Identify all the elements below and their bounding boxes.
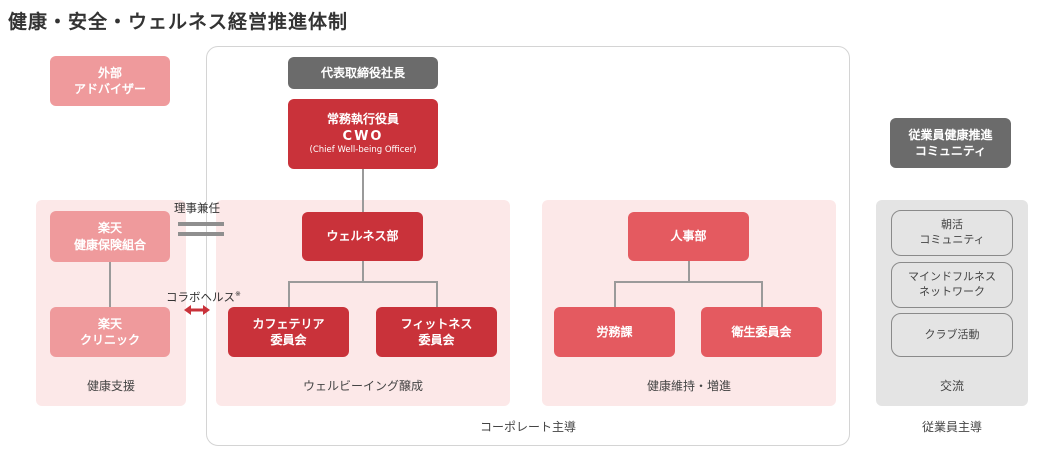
fitness-line1: フィットネス	[400, 316, 473, 331]
wellness-branch-right	[436, 281, 438, 307]
rakuten-kenpo-line2: 健康保険組合	[73, 237, 146, 252]
kenpo-to-clinic-line	[109, 262, 111, 308]
employee-community-line1: 従業員健康推進	[908, 127, 993, 142]
rakuten-kenpo-box: 楽天 健康保険組合	[50, 211, 170, 262]
cwo-line3: (Chief Well-being Officer)	[309, 145, 417, 156]
wellbeing-label: ウェルビーイング醸成	[302, 379, 423, 393]
ceo-label: 代表取締役社長	[320, 65, 405, 80]
hr-dept-label: 人事部	[670, 229, 707, 244]
double-bar-icon-lower	[178, 232, 224, 236]
page-title: 健康・安全・ウェルネス経営推進体制	[8, 11, 349, 33]
health-maintenance-label: 健康維持・増進	[646, 379, 731, 393]
corporate-led-label: コーポレート主導	[479, 420, 576, 434]
employee-community-line2: コミュニティ	[914, 144, 987, 158]
rakuten-clinic-box: 楽天 クリニック	[50, 307, 170, 357]
health-committee-label: 衛生委員会	[731, 324, 792, 339]
collab-health-note: ※	[235, 290, 241, 299]
riji-kennin-label: 理事兼任	[174, 201, 220, 215]
cwo-line1: 常務執行役員	[326, 112, 399, 127]
club-activity-label: クラブ活動	[924, 327, 980, 341]
health-support-label: 健康支援	[86, 379, 135, 393]
cafeteria-line1: カフェテリア	[252, 316, 325, 331]
mindfulness-network-box: マインドフルネス ネットワーク	[891, 262, 1013, 308]
external-advisor-line2: アドバイザー	[73, 82, 146, 96]
hr-branch-stem	[688, 260, 690, 282]
rakuten-clinic-line2: クリニック	[79, 333, 140, 347]
employee-led-label: 従業員主導	[921, 420, 982, 434]
hr-branch-left	[614, 281, 616, 307]
asakatsu-line2: コミュニティ	[919, 233, 985, 246]
double-arrow-icon	[184, 305, 210, 315]
asakatsu-line1: 朝活	[941, 218, 963, 232]
rakuten-kenpo-line1: 楽天	[97, 221, 122, 236]
asakatsu-community-box: 朝活 コミュニティ	[891, 210, 1013, 256]
labor-section-label: 労務課	[596, 324, 633, 339]
mindfulness-line1: マインドフルネス	[908, 270, 996, 284]
health-committee-box: 衛生委員会	[701, 307, 822, 357]
external-advisor-line1: 外部	[97, 65, 122, 80]
wellness-dept-box: ウェルネス部	[302, 212, 423, 261]
cafeteria-line2: 委員会	[270, 333, 307, 347]
wellness-branch-bar	[288, 281, 437, 283]
corporate-led-frame	[206, 46, 850, 446]
cwo-box: 常務執行役員 CWO (Chief Well-being Officer)	[288, 99, 438, 169]
hr-branch-right	[761, 281, 763, 307]
hr-branch-bar	[614, 281, 762, 283]
labor-section-box: 労務課	[554, 307, 675, 357]
fitness-line2: 委員会	[418, 333, 455, 347]
external-advisor-box: 外部 アドバイザー	[50, 56, 170, 106]
cwo-line2: CWO	[342, 128, 384, 144]
employee-community-box: 従業員健康推進 コミュニティ	[890, 118, 1011, 168]
fitness-committee-box: フィットネス 委員会	[376, 307, 497, 357]
collab-health-label: コラボヘルス※	[166, 289, 241, 305]
wellness-dept-label: ウェルネス部	[326, 229, 399, 244]
cwo-to-wellness-line	[362, 168, 364, 212]
wellness-branch-stem	[362, 260, 364, 282]
ceo-box: 代表取締役社長	[288, 57, 438, 89]
double-bar-icon	[178, 222, 224, 226]
cafeteria-committee-box: カフェテリア 委員会	[228, 307, 349, 357]
rakuten-clinic-line1: 楽天	[97, 316, 122, 331]
collab-health-text: コラボヘルス	[166, 290, 235, 304]
exchange-label: 交流	[939, 379, 964, 393]
club-activity-box: クラブ活動	[891, 313, 1013, 357]
wellness-branch-left	[288, 281, 290, 307]
hr-dept-box: 人事部	[628, 212, 749, 261]
mindfulness-line2: ネットワーク	[919, 285, 985, 298]
